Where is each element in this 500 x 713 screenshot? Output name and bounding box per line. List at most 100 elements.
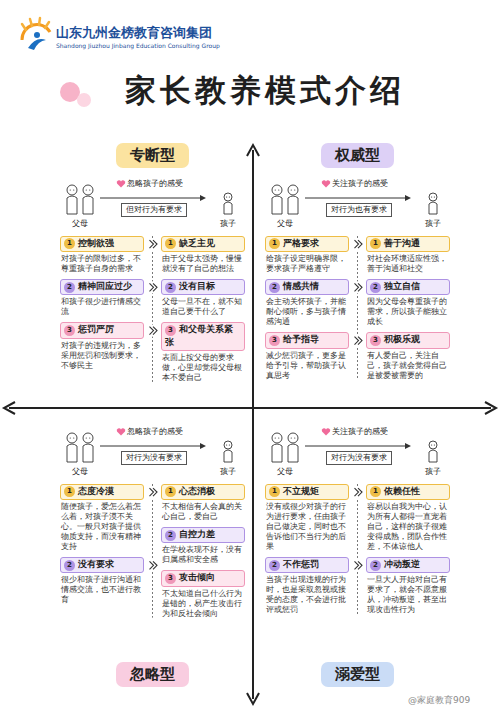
person-figure xyxy=(224,193,232,214)
logo-text: 山东九州金榜教育咨询集团 xyxy=(56,25,212,42)
person-head xyxy=(272,433,282,443)
trait-title: 自控力差 xyxy=(179,529,215,539)
role-label: 孩子 xyxy=(425,218,441,229)
heart-icon xyxy=(117,428,125,435)
role-label: 父母 xyxy=(72,466,88,477)
person-head xyxy=(83,185,93,195)
person-head xyxy=(429,441,437,449)
callout-number: 1 xyxy=(64,238,75,249)
trait-title-box: 1心态消极 xyxy=(161,484,245,500)
type-pill: 溺爱型 xyxy=(321,662,394,687)
trait-description: 很少和孩子进行沟通和情感交流，也不进行教育 xyxy=(61,575,144,605)
person-eye xyxy=(70,437,71,438)
callout-number: 2 xyxy=(165,530,176,541)
person-head xyxy=(272,185,282,195)
arrow-line xyxy=(305,446,407,447)
chevron-ground xyxy=(148,238,158,250)
feeling-label: 忽略孩子的感受 xyxy=(127,427,183,437)
person-eye xyxy=(434,444,435,445)
arrow-line xyxy=(100,198,202,199)
person-figure xyxy=(272,433,282,462)
trait-item: 1善于沟通对社会环境适应性强，善于沟通和社交 xyxy=(366,236,450,274)
person-eye xyxy=(73,189,74,190)
trait-item: 1不立规矩没有或很少对孩子的行为进行要求，任由孩子自己做决定，同时也不告诉他们不… xyxy=(265,484,349,552)
arrow-line xyxy=(305,198,407,199)
chevron-arrow xyxy=(355,240,363,248)
person-figure xyxy=(67,185,77,214)
watermark: @家庭教育909 xyxy=(408,694,470,707)
page-title: 家长教养模式介绍 xyxy=(0,70,500,112)
trait-item: 3给予指导减少惩罚孩子，更多是给予引导，帮助孩子认真思考 xyxy=(265,332,349,380)
item-column: 1善于沟通对社会环境适应性强，善于沟通和社交2独立自信因为父母会尊重孩子的需求，… xyxy=(366,236,450,386)
arrow-head xyxy=(405,195,411,201)
person-figure xyxy=(224,441,232,462)
trait-title-box: 1态度冷漠 xyxy=(60,484,144,500)
type-pill: 专断型 xyxy=(116,143,189,168)
trait-title: 控制欲强 xyxy=(78,238,114,248)
trait-title: 惩罚严厉 xyxy=(78,324,114,334)
person-eye xyxy=(294,437,295,438)
chevron-ground xyxy=(353,238,363,250)
person-figure xyxy=(83,433,93,462)
logo-subtitle: Shandong Jiuzhou Jinbang Education Consu… xyxy=(56,42,220,49)
trait-description: 会主动关怀孩子，并能耐心倾听，多与孩子情感沟通 xyxy=(266,297,349,327)
title-dot xyxy=(77,93,91,107)
chevron-arrow xyxy=(150,240,158,248)
trait-title-box: 3给予指导 xyxy=(265,332,349,348)
person-body xyxy=(429,450,437,462)
trait-description: 不太知道自己什么行为是错的，易产生攻击行为和反社会倾向 xyxy=(162,589,245,619)
callout-number: 2 xyxy=(64,282,75,293)
person-figure xyxy=(67,433,77,462)
role-label: 孩子 xyxy=(220,466,236,477)
trait-description: 一旦大人开始对自己有要求了，就会不愿意服从，冲动叛逆，甚至出现攻击性行为 xyxy=(367,575,450,615)
trait-title-box: 3惩罚严厉 xyxy=(60,322,144,338)
item-column: 1控制欲强对孩子的限制过多，不尊重孩子自身的需求2精神回应过少和孩子很少进行情感… xyxy=(60,236,144,376)
trait-title-box: 2没有目标 xyxy=(161,279,245,295)
chevron-ground xyxy=(148,281,158,293)
heart-icon xyxy=(322,428,330,435)
callout-number: 1 xyxy=(165,486,176,497)
callout-number: 1 xyxy=(64,486,75,497)
person-eye xyxy=(275,189,276,190)
trait-description: 在学校表现不好，没有归属感和安全感 xyxy=(162,545,245,565)
person-head xyxy=(67,433,77,443)
trait-item: 2不作惩罚当孩子出现违规的行为时，也是采取忽视或接受的态度，不会进行批评或惩罚 xyxy=(265,557,349,615)
person-head xyxy=(288,185,298,195)
trait-title: 态度冷漠 xyxy=(78,486,114,496)
trait-description: 给孩子设定明确界限，要求孩子严格遵守 xyxy=(266,254,349,274)
trait-description: 有人爱自己，关注自己，孩子就会觉得自己是被爱被需要的 xyxy=(367,351,450,381)
chevron-ground xyxy=(353,486,363,498)
callout-number: 3 xyxy=(165,325,176,336)
person-figure xyxy=(288,185,298,214)
arrow-head xyxy=(200,443,206,449)
trait-description: 表面上按父母的要求做，心里却觉得父母根本不爱自己 xyxy=(162,353,245,383)
person-body xyxy=(272,196,282,214)
node-text: 对行为也有要求 xyxy=(331,205,387,214)
role-label: 孩子 xyxy=(220,218,236,229)
chevron-arrow xyxy=(355,337,363,345)
chevron-arrow xyxy=(355,488,363,496)
axis-line xyxy=(252,150,254,699)
trait-title: 独立自信 xyxy=(384,281,420,291)
person-eye xyxy=(229,444,230,445)
node-text: 权威型 xyxy=(335,146,380,164)
person-head xyxy=(224,441,232,449)
person-eye xyxy=(89,437,90,438)
trait-item: 1缺乏主见由于父母太强势，慢慢就没有了自己的想法 xyxy=(161,236,245,274)
trait-title: 情感共情 xyxy=(283,281,319,291)
arrow-head xyxy=(405,443,411,449)
trait-title-box: 2不作惩罚 xyxy=(265,557,349,573)
heart-icon xyxy=(322,180,330,187)
feeling-label: 关注孩子的感受 xyxy=(332,427,388,437)
callout-number: 2 xyxy=(370,282,381,293)
callout-number: 3 xyxy=(269,335,280,346)
chevron-ground xyxy=(353,559,363,571)
trait-item: 2没有目标父母一旦不在，就不知道自己要干什么了 xyxy=(161,279,245,317)
axis xyxy=(4,145,496,704)
trait-item: 3惩罚严厉对孩子的违规行为，多采用惩罚和强制要求，不够民主 xyxy=(60,322,144,370)
person-body xyxy=(288,196,298,214)
person-body xyxy=(67,444,77,462)
trait-description: 不太相信有人会真的关心自己，爱自己 xyxy=(162,502,245,522)
trait-description: 容易以自我为中心，认为所有人都得一直宠着自己，这样的孩子很难变得成熟，团队合作性… xyxy=(367,502,450,552)
chevron-arrow xyxy=(150,327,158,335)
